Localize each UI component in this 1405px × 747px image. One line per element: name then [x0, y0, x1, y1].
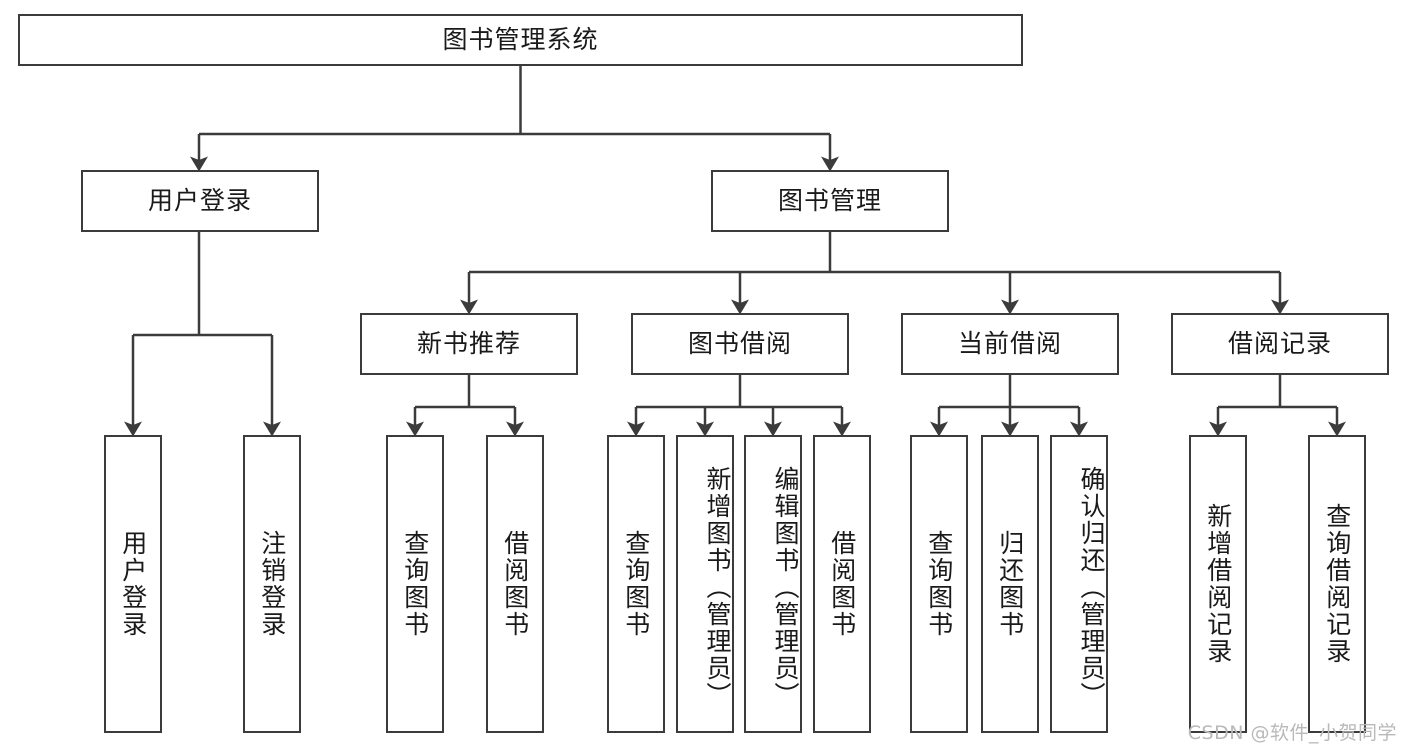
node-label: 归还图书 — [995, 530, 1025, 638]
edges-current-borrow-to-leaves — [930, 375, 1088, 437]
node-label: 借阅图书 — [827, 530, 857, 638]
node-label: 新增借阅记录 — [1203, 503, 1233, 665]
node-label: 图书借阅 — [687, 329, 792, 359]
node-leaf-user-login[interactable]: 用户登录 — [104, 435, 162, 733]
node-borrow-record[interactable]: 借阅记录 — [1171, 313, 1389, 375]
node-leaf-query-book-recommend[interactable]: 查询图书 — [386, 435, 444, 733]
node-label: 借阅记录 — [1227, 329, 1332, 359]
node-leaf-add-borrow-record[interactable]: 新增借阅记录 — [1189, 435, 1247, 733]
node-label: 查询图书 — [621, 530, 651, 638]
node-leaf-query-book-current[interactable]: 查询图书 — [910, 435, 968, 733]
edges-root-to-level2 — [190, 66, 839, 172]
watermark-text: CSDN @软件_小贺同学 — [1187, 722, 1397, 744]
edges-new-book-recommend-to-leaves — [406, 375, 524, 437]
node-book-borrow[interactable]: 图书借阅 — [631, 313, 849, 375]
node-label: 用户登录 — [147, 186, 252, 216]
node-leaf-borrow-book[interactable]: 借阅图书 — [813, 435, 871, 733]
node-leaf-confirm-return[interactable]: 确认归还（管理员） — [1050, 435, 1108, 733]
node-new-book-recommend[interactable]: 新书推荐 — [360, 313, 578, 375]
node-label: 新书推荐 — [416, 329, 521, 359]
node-label: 图书管理 — [777, 186, 882, 216]
node-label: 新增图书（管理员） — [703, 465, 732, 709]
edges-borrow-record-to-leaves — [1209, 375, 1346, 437]
node-leaf-borrow-book-recommend[interactable]: 借阅图书 — [486, 435, 544, 733]
node-label: 查询图书 — [400, 530, 430, 638]
node-leaf-return-book[interactable]: 归还图书 — [981, 435, 1039, 733]
node-leaf-add-book[interactable]: 新增图书（管理员） — [676, 435, 734, 733]
node-leaf-query-book-borrow[interactable]: 查询图书 — [607, 435, 665, 733]
node-label: 注销登录 — [257, 530, 287, 638]
node-user-login[interactable]: 用户登录 — [81, 170, 319, 232]
node-leaf-logout[interactable]: 注销登录 — [243, 435, 301, 733]
node-label: 查询借阅记录 — [1322, 503, 1352, 665]
node-leaf-edit-book[interactable]: 编辑图书（管理员） — [744, 435, 802, 733]
node-label: 查询图书 — [924, 530, 954, 638]
edges-book-manage-to-level3 — [460, 232, 1289, 315]
node-label: 借阅图书 — [500, 530, 530, 638]
node-label: 图书管理系统 — [442, 25, 599, 55]
node-book-manage[interactable]: 图书管理 — [711, 170, 949, 232]
node-label: 当前借阅 — [957, 329, 1062, 359]
edges-user-login-to-leaves — [124, 232, 281, 437]
node-label: 编辑图书（管理员） — [771, 465, 800, 709]
node-leaf-query-borrow-record[interactable]: 查询借阅记录 — [1308, 435, 1366, 733]
node-label: 确认归还（管理员） — [1077, 465, 1106, 709]
node-current-borrow[interactable]: 当前借阅 — [901, 313, 1119, 375]
edges-book-borrow-to-leaves — [627, 375, 851, 437]
node-label: 用户登录 — [118, 530, 148, 638]
node-root-system[interactable]: 图书管理系统 — [18, 14, 1023, 66]
